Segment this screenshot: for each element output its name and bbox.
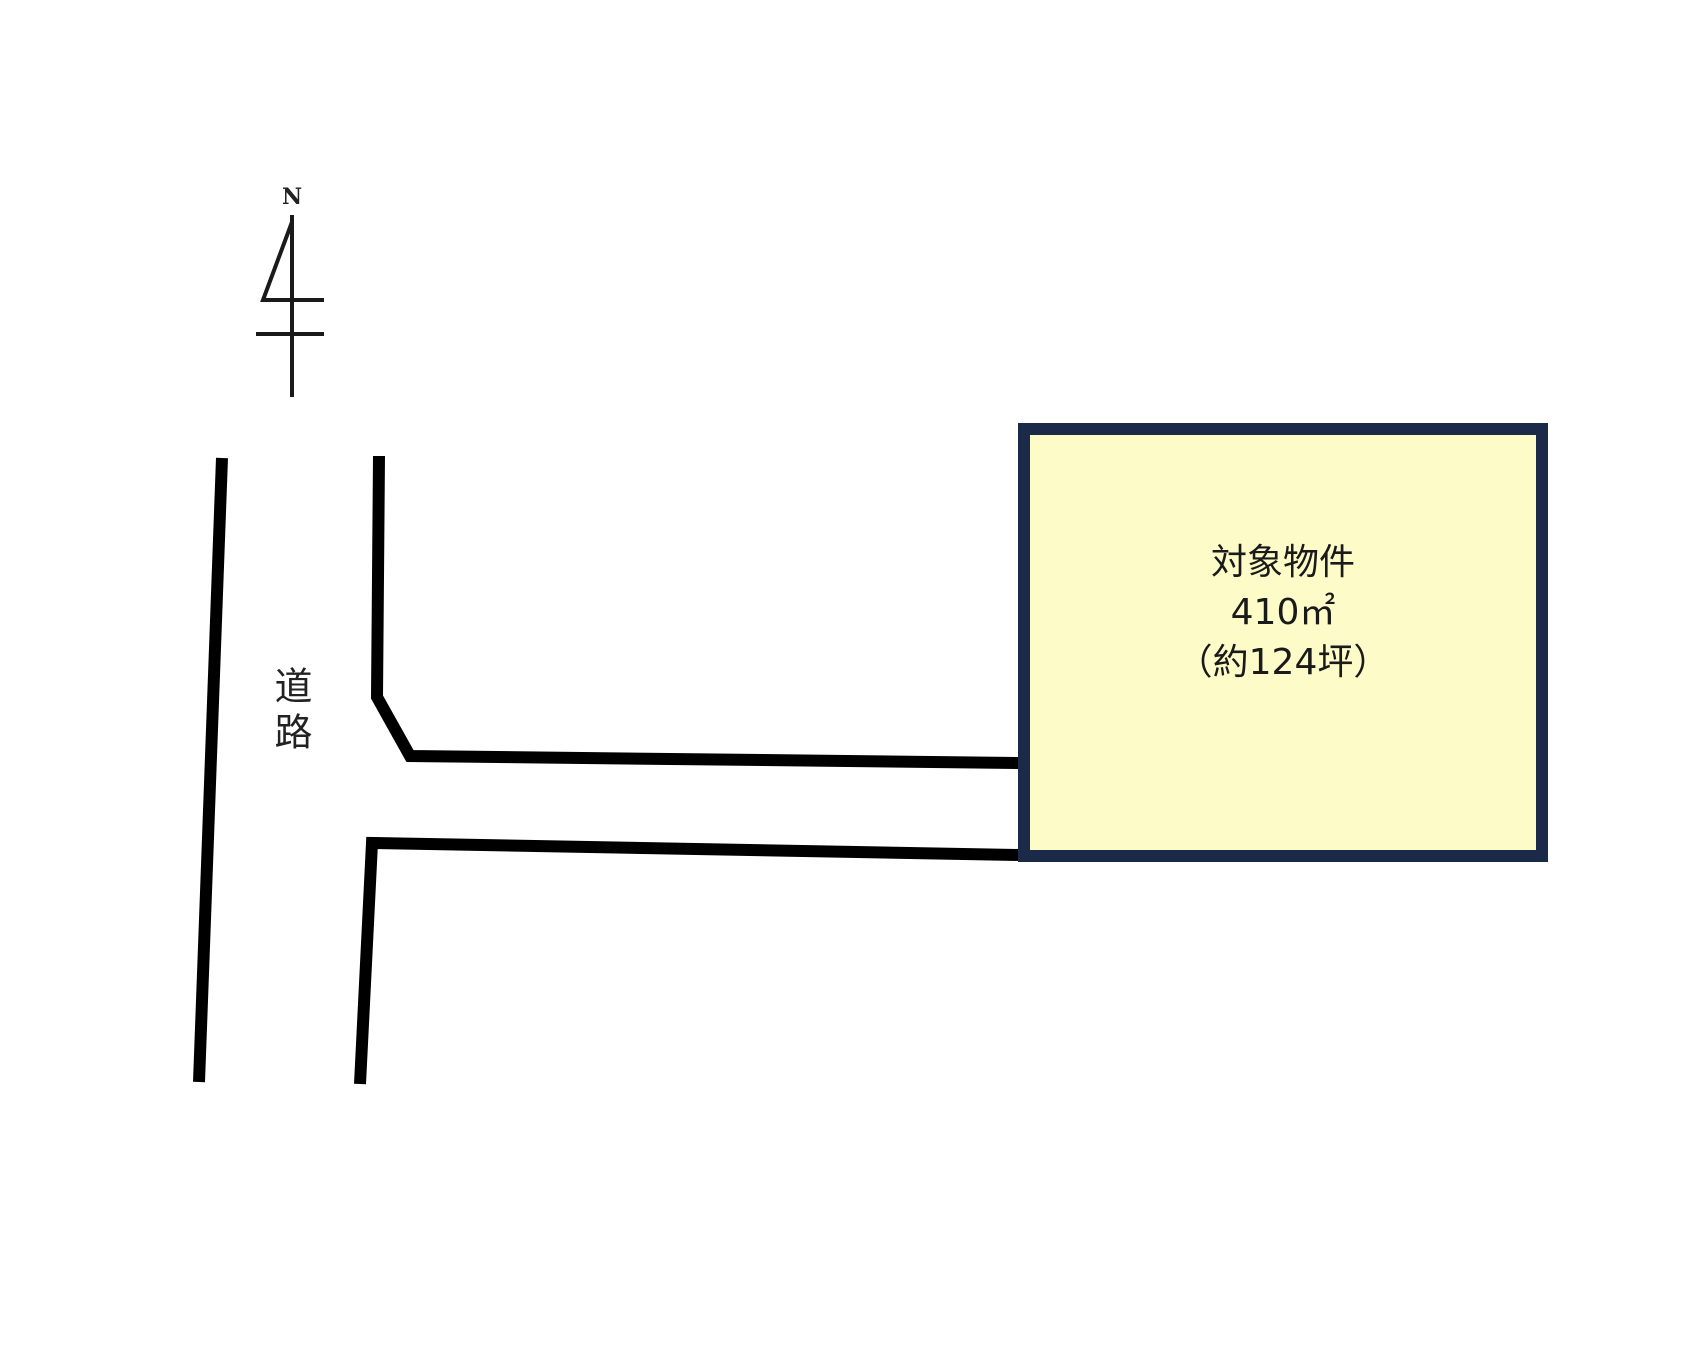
- property-area-tsubo: （約124坪）: [1176, 641, 1390, 683]
- property-area-sqm: 410㎡: [1230, 591, 1336, 633]
- road-outline: [193, 455, 1021, 1085]
- road-right-edge-upper: [370, 455, 1021, 769]
- property-info: 対象物件 410㎡ （約124坪）: [1177, 538, 1390, 688]
- north-label: N: [281, 184, 303, 210]
- property-lot: 対象物件 410㎡ （約124坪）: [1018, 423, 1548, 862]
- north-arrow-icon: [256, 215, 324, 397]
- road-left-edge: [193, 457, 228, 1083]
- road-right-edge-lower: [354, 836, 1021, 1085]
- property-title: 対象物件: [1210, 541, 1355, 583]
- road-label: 道路: [268, 666, 312, 758]
